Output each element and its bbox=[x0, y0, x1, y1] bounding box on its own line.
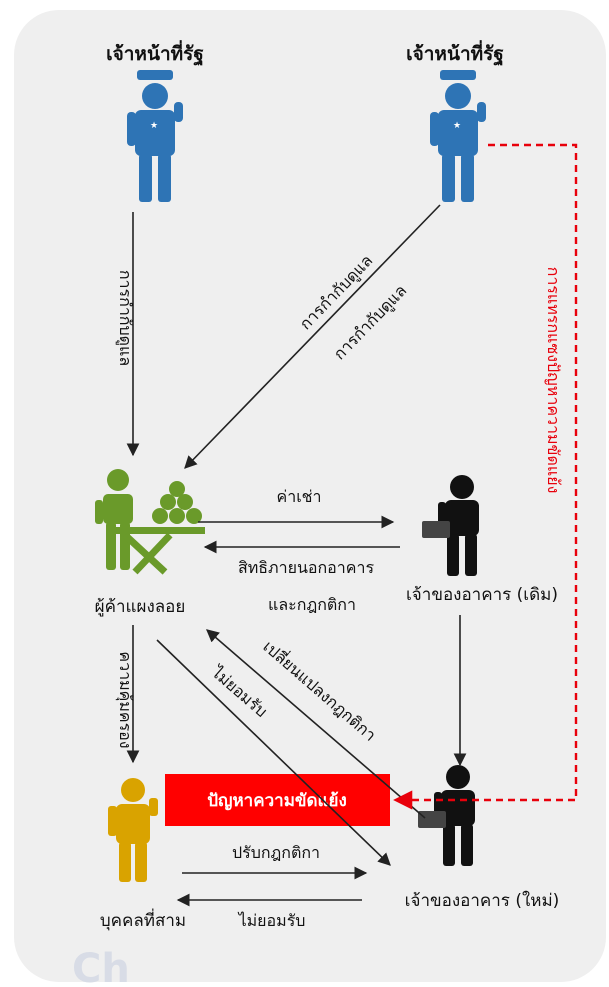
svg-text:★: ★ bbox=[453, 121, 461, 131]
vendor-label: ผู้ค้าแผงลอย bbox=[95, 597, 186, 617]
label-intervention: การแทรกแซงปัญหาความขัดแย้ง bbox=[544, 267, 563, 494]
label-not-accept-bottom: ไม่ยอมรับ bbox=[237, 911, 306, 930]
police-officer-icon: ★ bbox=[127, 70, 183, 202]
label-rent: ค่าเช่า bbox=[277, 487, 322, 506]
label-rights-2: และกฎกติกา bbox=[268, 595, 356, 614]
arrow-change-rules bbox=[206, 629, 426, 819]
conflict-box-label: ปัญหาความขัดแย้ง bbox=[207, 791, 347, 811]
businessman-briefcase-icon bbox=[418, 765, 475, 866]
businessman-briefcase-icon bbox=[422, 475, 479, 576]
arrow-supervise-diagonal bbox=[184, 204, 441, 469]
label-supervise-left: การกำกับดูแล bbox=[115, 270, 135, 366]
police-officer-icon: ★ bbox=[430, 70, 486, 202]
arrow-not-accept-diagonal bbox=[156, 639, 391, 866]
watermark-text: Ch bbox=[72, 946, 130, 987]
owner-new-label: เจ้าของอาคาร (ใหม่) bbox=[405, 890, 560, 911]
person-stop-gesture-icon bbox=[108, 778, 158, 882]
svg-text:★: ★ bbox=[150, 121, 158, 131]
owner-old-label: เจ้าของอาคาร (เดิม) bbox=[406, 585, 558, 605]
official-left-label: เจ้าหน้าที่รัฐ bbox=[106, 40, 204, 67]
conflict-box bbox=[165, 774, 390, 826]
label-rights-1: สิทธิภายนอกอาคาร bbox=[238, 558, 375, 577]
third-party-label: บุคคลที่สาม bbox=[100, 908, 186, 931]
label-adjust-rules: ปรับกฎกติกา bbox=[232, 843, 320, 862]
official-right-label: เจ้าหน้าที่รัฐ bbox=[406, 40, 504, 67]
street-vendor-icon bbox=[95, 469, 205, 575]
label-consent: ความคุ้มครอง bbox=[115, 651, 135, 748]
arrow-intervention-dashed bbox=[393, 143, 578, 810]
diagram-panel bbox=[14, 10, 606, 982]
